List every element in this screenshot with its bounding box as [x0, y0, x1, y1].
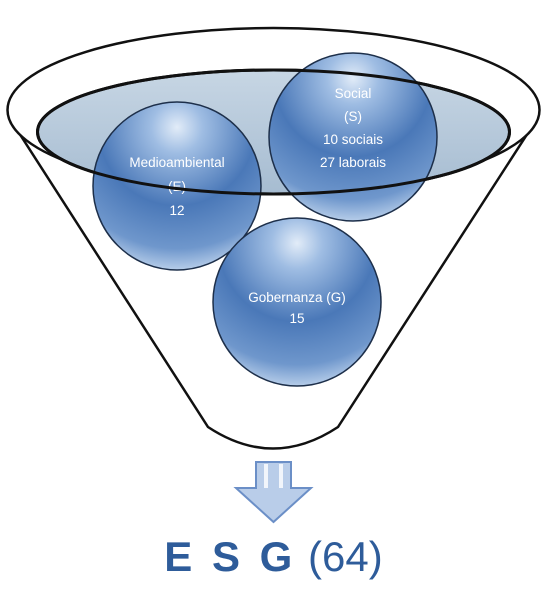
esg-letters: E S G: [164, 533, 297, 580]
circle-environmental: Medioambiental (E) 12: [92, 101, 262, 271]
circle-governance-line: 15: [289, 311, 304, 326]
circle-social-line: 27 laborais: [320, 155, 386, 170]
circle-governance: Gobernanza (G) 15: [212, 217, 382, 387]
circle-social-line: (S): [344, 109, 362, 124]
circle-environmental-line: 12: [169, 203, 184, 218]
circle-environmental-line: (E): [168, 179, 186, 194]
down-arrow-icon: [233, 461, 314, 524]
esg-result-title: E S G (64): [0, 532, 547, 582]
esg-total-count: (64): [308, 533, 383, 580]
circle-social-line: Social: [335, 86, 372, 101]
circle-environmental-text: Medioambiental (E) 12: [129, 155, 224, 218]
circle-governance-line: Gobernanza (G): [248, 290, 346, 305]
circle-environmental-line: Medioambiental: [129, 155, 224, 170]
circle-social: Social (S) 10 sociais 27 laborais: [268, 52, 438, 222]
circle-social-line: 10 sociais: [323, 132, 383, 147]
circle-governance-text: Gobernanza (G) 15: [248, 290, 346, 326]
funnel-inner-rim-line: [36, 68, 511, 196]
circle-social-text: Social (S) 10 sociais 27 laborais: [320, 86, 386, 170]
